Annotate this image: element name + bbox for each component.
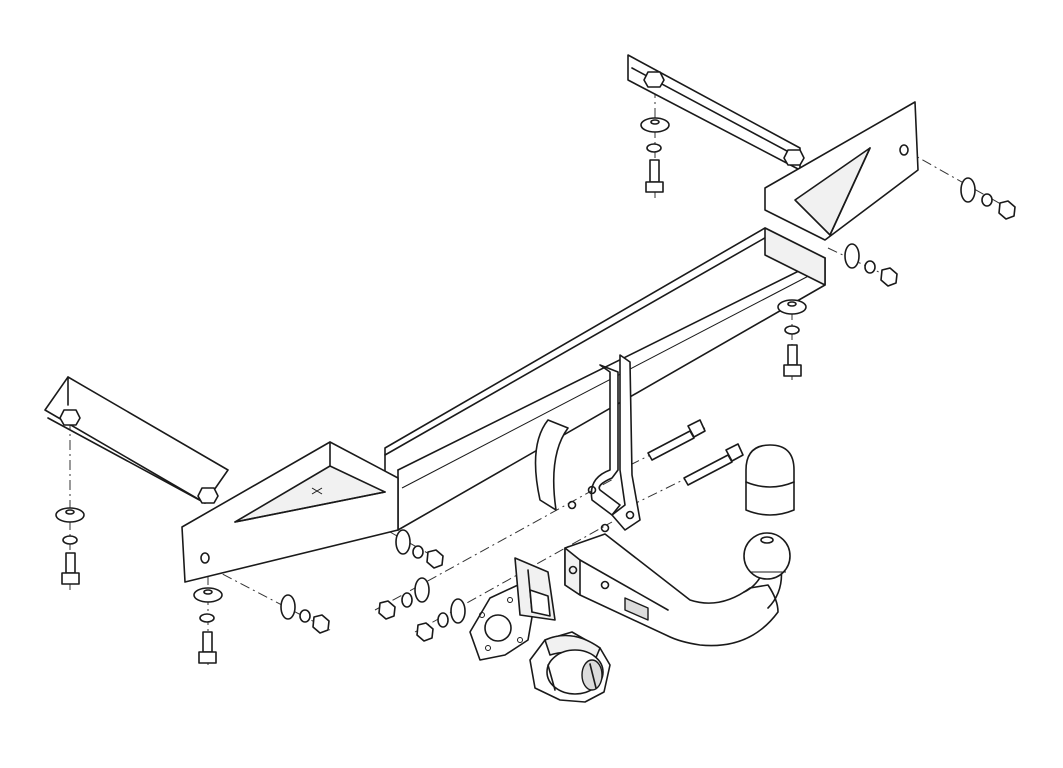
washer-icon bbox=[784, 325, 800, 335]
washer-icon bbox=[960, 177, 976, 203]
washer-icon bbox=[395, 529, 411, 555]
washer-icon bbox=[864, 260, 876, 274]
washer-icon bbox=[299, 609, 311, 623]
nut-icon bbox=[783, 149, 805, 166]
left-bracket bbox=[44, 376, 399, 583]
bolt-icon bbox=[645, 159, 664, 193]
nut-icon bbox=[880, 267, 898, 287]
washer-icon bbox=[199, 613, 215, 623]
tow-ball-icon bbox=[743, 532, 791, 580]
washer-icon bbox=[450, 598, 466, 624]
washer-icon bbox=[412, 545, 424, 559]
washer-icon bbox=[844, 243, 860, 269]
nut-icon bbox=[59, 409, 81, 426]
bolt-icon bbox=[783, 344, 802, 377]
nut-icon bbox=[312, 614, 330, 634]
washer-icon bbox=[640, 117, 670, 133]
nut-icon bbox=[197, 487, 219, 504]
bolt-icon bbox=[198, 631, 217, 664]
bolt-icon bbox=[61, 552, 80, 585]
washer-icon bbox=[401, 592, 413, 608]
bolt-icon bbox=[683, 443, 744, 486]
tow-bar-mounting-plates bbox=[534, 354, 641, 533]
washer-icon bbox=[55, 507, 85, 523]
nut-icon bbox=[426, 549, 444, 569]
washer-icon bbox=[62, 535, 78, 545]
washer-icon bbox=[193, 587, 223, 603]
bolt-icon bbox=[647, 419, 706, 461]
washer-icon bbox=[437, 612, 449, 628]
nut-icon bbox=[378, 600, 396, 620]
washer-icon bbox=[777, 299, 807, 315]
washer-icon bbox=[280, 594, 296, 620]
socket-bracket-icon bbox=[469, 557, 556, 661]
electrical-socket-icon bbox=[529, 631, 611, 703]
tow-ball-cap-icon bbox=[745, 444, 795, 516]
tow-ball-neck bbox=[564, 533, 783, 647]
washer-icon bbox=[646, 143, 662, 153]
crossbar bbox=[384, 227, 826, 531]
nut-icon bbox=[643, 71, 665, 88]
right-bracket bbox=[627, 54, 919, 241]
nut-icon bbox=[998, 200, 1016, 220]
nut-icon bbox=[416, 622, 434, 642]
washer-icon bbox=[981, 193, 993, 207]
washer-icon bbox=[414, 577, 430, 603]
